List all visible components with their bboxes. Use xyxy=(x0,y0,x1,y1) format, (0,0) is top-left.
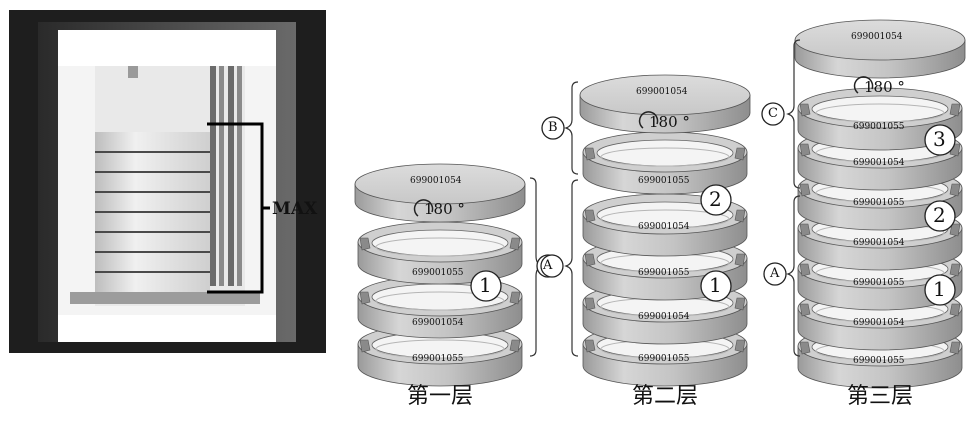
part-number-ring-2d: 699001054 xyxy=(638,312,690,322)
circle-c xyxy=(761,102,785,126)
circle-num-3 xyxy=(924,124,956,156)
group-label-c: C xyxy=(768,106,778,121)
part-number-disc-2: 699001054 xyxy=(636,87,688,97)
circle-a-2 xyxy=(540,254,564,278)
circled-number-1c: 1 xyxy=(933,277,946,301)
part-number-ring-3a: 699001055 xyxy=(853,122,905,132)
part-number-ring-3g: 699001055 xyxy=(853,356,905,366)
part-number-ring-2a: 699001055 xyxy=(638,176,690,186)
part-number-disc-3: 699001054 xyxy=(851,32,903,42)
part-number-disc-1: 699001054 xyxy=(410,176,462,186)
part-number-ring-3d: 699001054 xyxy=(853,238,905,248)
caption-layer-2: 第二层 xyxy=(631,384,698,409)
part-number-ring-1c: 699001055 xyxy=(412,354,464,364)
rotate-arrow-icon-2 xyxy=(638,111,659,129)
disc-3 xyxy=(794,19,966,79)
max-label: MAX xyxy=(272,199,318,219)
bracket-b xyxy=(564,81,579,175)
circle-num-1a xyxy=(470,270,502,302)
rotate-label-2: 180 ° xyxy=(649,113,690,131)
part-number-ring-2c: 699001055 xyxy=(638,268,690,278)
circle-a-3 xyxy=(763,262,787,286)
label-circles xyxy=(470,102,956,306)
part-number-ring-3c: 699001055 xyxy=(853,198,905,208)
rotate-arrow-icon-1 xyxy=(413,199,434,217)
bracket-a-2 xyxy=(564,179,579,357)
circle-num-2a xyxy=(700,184,732,216)
circled-number-3: 3 xyxy=(933,127,946,151)
rotate-arrow-icon-3 xyxy=(853,76,874,94)
caption-layer-3: 第三层 xyxy=(846,384,913,409)
circled-number-2b: 2 xyxy=(933,203,946,227)
circled-number-1b: 1 xyxy=(709,273,722,297)
rotate-label-1: 180 ° xyxy=(424,200,465,218)
circle-num-2b xyxy=(924,200,956,232)
part-number-ring-3f: 699001054 xyxy=(853,318,905,328)
circle-num-1b xyxy=(700,270,732,302)
group-label-a-3: A xyxy=(770,266,780,281)
bracket-c xyxy=(786,39,801,189)
part-number-ring-1b: 699001054 xyxy=(412,318,464,328)
group-label-b: B xyxy=(548,120,558,135)
group-label-a-1: A xyxy=(543,258,553,273)
circle-b xyxy=(541,116,565,140)
part-number-ring-2e: 699001055 xyxy=(638,354,690,364)
part-number-ring-2b: 699001054 xyxy=(638,222,690,232)
part-number-ring-1a: 699001055 xyxy=(412,268,464,278)
caption-layer-1: 第一层 xyxy=(406,384,473,409)
part-number-ring-3e: 699001055 xyxy=(853,278,905,288)
circled-number-1a: 1 xyxy=(479,273,492,297)
part-number-ring-3b: 699001054 xyxy=(853,158,905,168)
circle-num-1c xyxy=(924,274,956,306)
rotate-label-3: 180 ° xyxy=(864,78,905,96)
bracket-a-3 xyxy=(786,195,801,357)
circled-number-2a: 2 xyxy=(709,187,722,211)
rotate-arrow-icons xyxy=(413,76,874,217)
furnace-photo xyxy=(9,10,326,353)
